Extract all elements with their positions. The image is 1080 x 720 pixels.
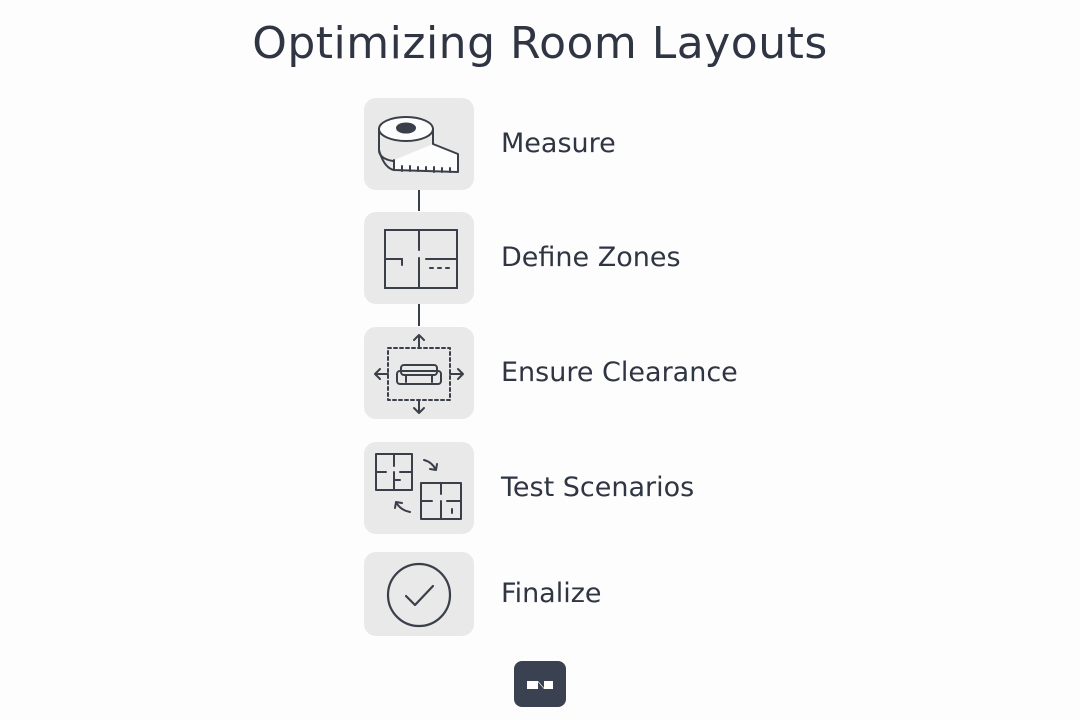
step-label: Finalize xyxy=(501,578,602,609)
tape-measure-icon xyxy=(378,116,459,173)
step-ensure-clearance: Ensure Clearance xyxy=(364,327,864,421)
swap-floor-plans-icon xyxy=(375,453,462,520)
step-measure: Measure xyxy=(364,98,864,192)
connector-line xyxy=(418,189,420,211)
step-icon-tile xyxy=(364,327,474,419)
step-define-zones: Define Zones xyxy=(364,212,864,306)
step-icon-tile xyxy=(364,442,474,534)
step-label: Ensure Clearance xyxy=(501,357,738,388)
brand-logo-icon xyxy=(527,681,553,689)
step-label: Test Scenarios xyxy=(501,472,695,503)
checkmark-circle-icon xyxy=(386,562,452,628)
step-icon-tile xyxy=(364,98,474,190)
page-title: Optimizing Room Layouts xyxy=(252,18,828,69)
step-label: Measure xyxy=(501,128,616,159)
step-icon-tile xyxy=(364,552,474,636)
step-label: Define Zones xyxy=(501,242,681,273)
step-finalize: Finalize xyxy=(364,552,864,646)
sofa-clearance-icon xyxy=(374,334,464,414)
connector-line xyxy=(418,304,420,326)
floor-plan-icon xyxy=(384,229,458,289)
brand-logo xyxy=(514,661,566,707)
step-icon-tile xyxy=(364,212,474,304)
step-test-scenarios: Test Scenarios xyxy=(364,442,864,536)
